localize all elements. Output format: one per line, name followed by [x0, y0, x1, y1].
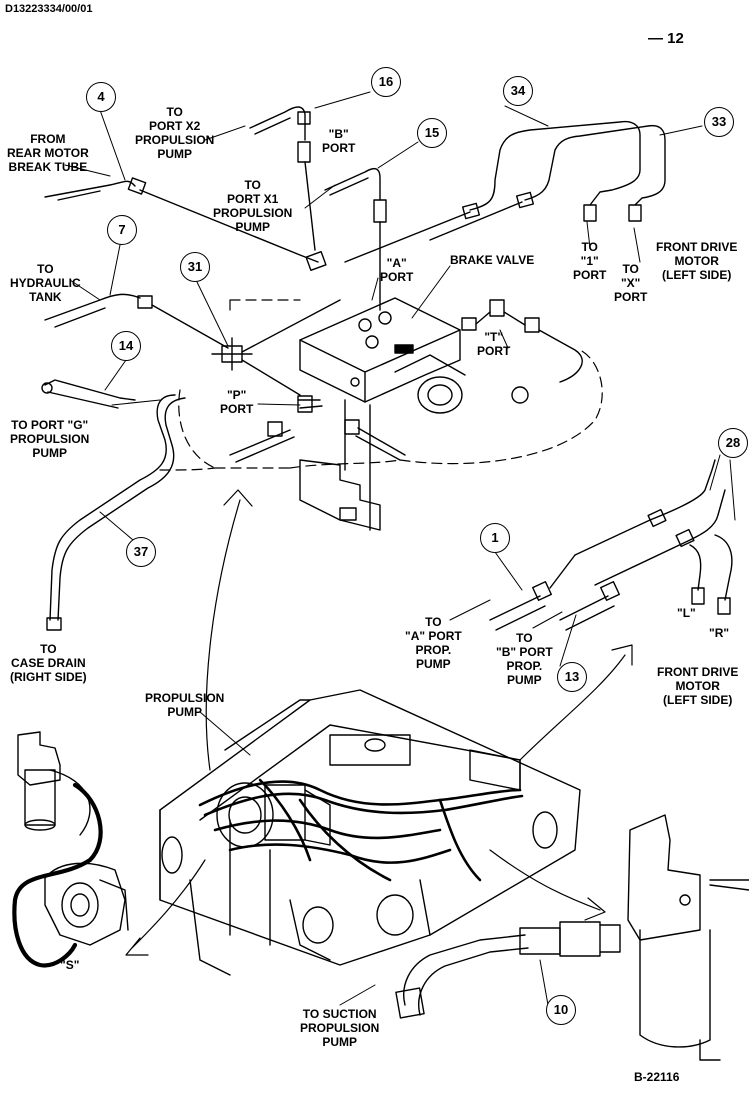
- document-id: D13223334/00/01: [5, 3, 93, 15]
- tube-34: [344, 120, 641, 263]
- callout-33: 33: [704, 107, 734, 137]
- label-brake-valve: BRAKE VALVE: [450, 253, 535, 267]
- callout-28: 28: [718, 428, 748, 458]
- valve-bracket: [299, 399, 381, 531]
- suction-filter: [627, 814, 749, 1061]
- suction-hose-10: [395, 921, 621, 1019]
- callout-34: 34: [503, 76, 533, 106]
- page-number: — 12: [648, 30, 684, 47]
- tube-37: [46, 394, 186, 631]
- machine-frame: [159, 689, 581, 976]
- callout-16: 16: [371, 67, 401, 97]
- hose-15: [324, 167, 387, 311]
- label-l-port: "L": [677, 606, 696, 620]
- label-r-port: "R": [709, 626, 730, 640]
- callout-7: 7: [107, 215, 137, 245]
- tube-28: [574, 459, 733, 615]
- label-to-b-port: TO"B" PORT PROP.PUMP: [496, 631, 553, 687]
- callout-37: 37: [126, 537, 156, 567]
- label-to-port-g: TO PORT "G"PROPULSION PUMP: [10, 418, 90, 460]
- label-p-port: "P"PORT: [220, 388, 254, 416]
- hose-16: [249, 106, 316, 251]
- left-pump: [17, 731, 129, 946]
- tube-4: [44, 177, 319, 263]
- hose-14: [41, 379, 136, 409]
- callout-4: 4: [86, 82, 116, 112]
- label-to-a-port: TO"A" PORT PROP.PUMP: [405, 615, 462, 671]
- callout-13: 13: [557, 662, 587, 692]
- label-to-x-port: TO"X" PORT: [614, 262, 648, 304]
- flow-arrows: [125, 489, 633, 956]
- brake-valve-body: [299, 297, 466, 414]
- label-b-port: "B"PORT: [322, 127, 356, 155]
- valve-fittings: [229, 250, 583, 463]
- hose-1: [489, 554, 576, 631]
- callout-1: 1: [480, 523, 510, 553]
- cross-fitting-31: [211, 299, 341, 396]
- propulsion-pump-body: [216, 782, 331, 848]
- hose-7: [44, 293, 229, 349]
- callout-31: 31: [180, 252, 210, 282]
- s-hose: [12, 782, 103, 968]
- label-s-port: "S": [60, 958, 80, 972]
- callout-10: 10: [546, 995, 576, 1025]
- label-to-1-port: TO"1" PORT: [573, 240, 607, 282]
- hose-13: [559, 580, 621, 631]
- dashed-outline: [159, 299, 603, 471]
- label-a-port: "A"PORT: [380, 256, 414, 284]
- label-t-port: "T"PORT: [477, 330, 511, 358]
- callout-14: 14: [111, 331, 141, 361]
- callout-15: 15: [417, 118, 447, 148]
- figure-id: B-22116: [634, 1070, 680, 1084]
- tube-33: [429, 124, 666, 241]
- leader-lines: [64, 91, 736, 1006]
- hose-bundle: [198, 778, 524, 882]
